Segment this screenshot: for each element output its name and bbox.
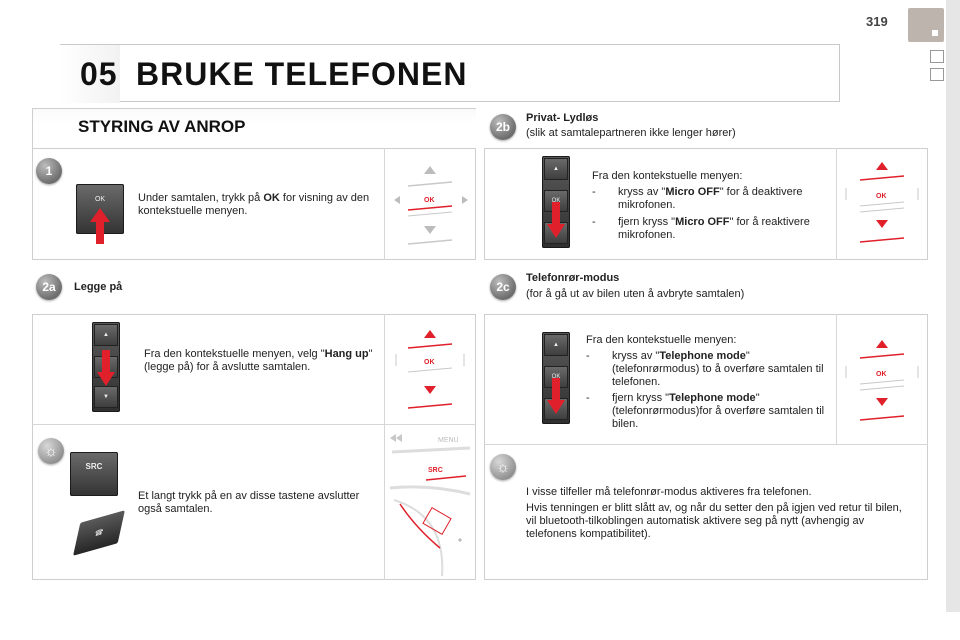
- divider: [836, 148, 837, 260]
- step-2a-title: Legge på: [74, 281, 123, 293]
- dash-glyph: -: [592, 216, 596, 228]
- lightbulb-icon: ☼: [490, 454, 516, 480]
- side-checkbox-2: [930, 68, 944, 81]
- lightbulb-icon: ☼: [38, 438, 64, 464]
- corner-tab: [908, 8, 944, 42]
- section-header-panel: [32, 108, 476, 148]
- up-arrow-icon: [90, 208, 110, 244]
- key-up: ▲: [94, 324, 118, 346]
- chapter-header: [60, 44, 840, 103]
- step-2c-intro: Fra den kontekstuelle menyen:: [586, 334, 737, 346]
- step-badge-1: 1: [36, 158, 62, 184]
- svg-text:OK: OK: [424, 197, 435, 204]
- step-2c-subtitle: (for å gå ut av bilen uten å avbryte sam…: [526, 288, 745, 300]
- key-ok: OK: [544, 366, 568, 388]
- divider: [384, 314, 385, 580]
- step-badge-2c: 2c: [490, 274, 516, 300]
- steering-wheel-diagram: MENU SRC: [389, 434, 471, 577]
- step-1-panel: [32, 148, 476, 260]
- step-2b-bullet-2: - fjern kryss "Micro OFF" for å reaktive…: [592, 216, 810, 241]
- svg-text:OK: OK: [876, 193, 887, 200]
- page-number: 319: [866, 14, 888, 29]
- ok-keypad-diagram: OK: [845, 340, 919, 421]
- src-label: SRC: [428, 467, 443, 474]
- tip-right-para-2: Hvis tenningen er blitt slått av, og når…: [526, 502, 902, 540]
- ok-keypad-diagram: OK: [845, 162, 919, 243]
- keypad-image: ▲ OK ▼: [542, 156, 570, 248]
- down-arrow-icon: [547, 378, 565, 414]
- step-2b-subtitle: (slik at samtalepartneren ikke lenger hø…: [526, 127, 736, 139]
- side-checkbox-1: [930, 50, 944, 63]
- svg-text:OK: OK: [876, 371, 887, 378]
- divider: [32, 424, 476, 425]
- dash-glyph: -: [586, 350, 590, 362]
- step-2c-bullet-2: - fjern kryss "Telephone mode" (telefonr…: [586, 392, 825, 430]
- step-1-text: Under samtalen, trykk på OK for visning …: [138, 192, 370, 217]
- step-badge-2b: 2b: [490, 114, 516, 140]
- divider: [484, 444, 928, 445]
- tip-right-para-1: I visse tilfeller må telefonrør-modus ak…: [526, 486, 812, 498]
- divider: [836, 314, 837, 444]
- menu-label: MENU: [438, 437, 459, 444]
- tip-left-text: Et langt trykk på en av disse tastene av…: [138, 490, 360, 515]
- key-up: ▲: [544, 334, 568, 356]
- svg-text:OK: OK: [424, 359, 435, 366]
- step-2b-intro: Fra den kontekstuelle menyen:: [592, 170, 743, 182]
- src-button-image: SRC: [70, 452, 118, 496]
- ok-keypad-diagram: OK: [395, 330, 465, 409]
- divider: [384, 148, 385, 260]
- down-arrow-icon: [547, 202, 565, 238]
- section-title: STYRING AV ANROP: [78, 117, 246, 136]
- side-strip: [946, 0, 960, 612]
- step-2c-bullet-1: - kryss av "Telephone mode" (telefonrørm…: [586, 350, 824, 388]
- dash-glyph: -: [592, 186, 596, 198]
- chapter-number: 05: [80, 56, 118, 92]
- step-badge-2a: 2a: [36, 274, 62, 300]
- step-2a-text: Fra den kontekstuelle menyen, velg "Hang…: [144, 348, 373, 373]
- step-2b-bullet-1: - kryss av "Micro OFF" for å deaktivere …: [592, 186, 803, 211]
- key-down: ▼: [94, 386, 118, 408]
- down-arrow-icon: [97, 350, 115, 386]
- step-2c-title: Telefonrør-modus: [526, 272, 620, 284]
- chapter-title: BRUKE TELEFONEN: [136, 56, 468, 92]
- step-2b-title: Privat- Lydløs: [526, 112, 599, 124]
- ok-keypad-diagram: OK: [394, 166, 468, 245]
- key-up: ▲: [544, 158, 568, 180]
- dash-glyph: -: [586, 392, 590, 404]
